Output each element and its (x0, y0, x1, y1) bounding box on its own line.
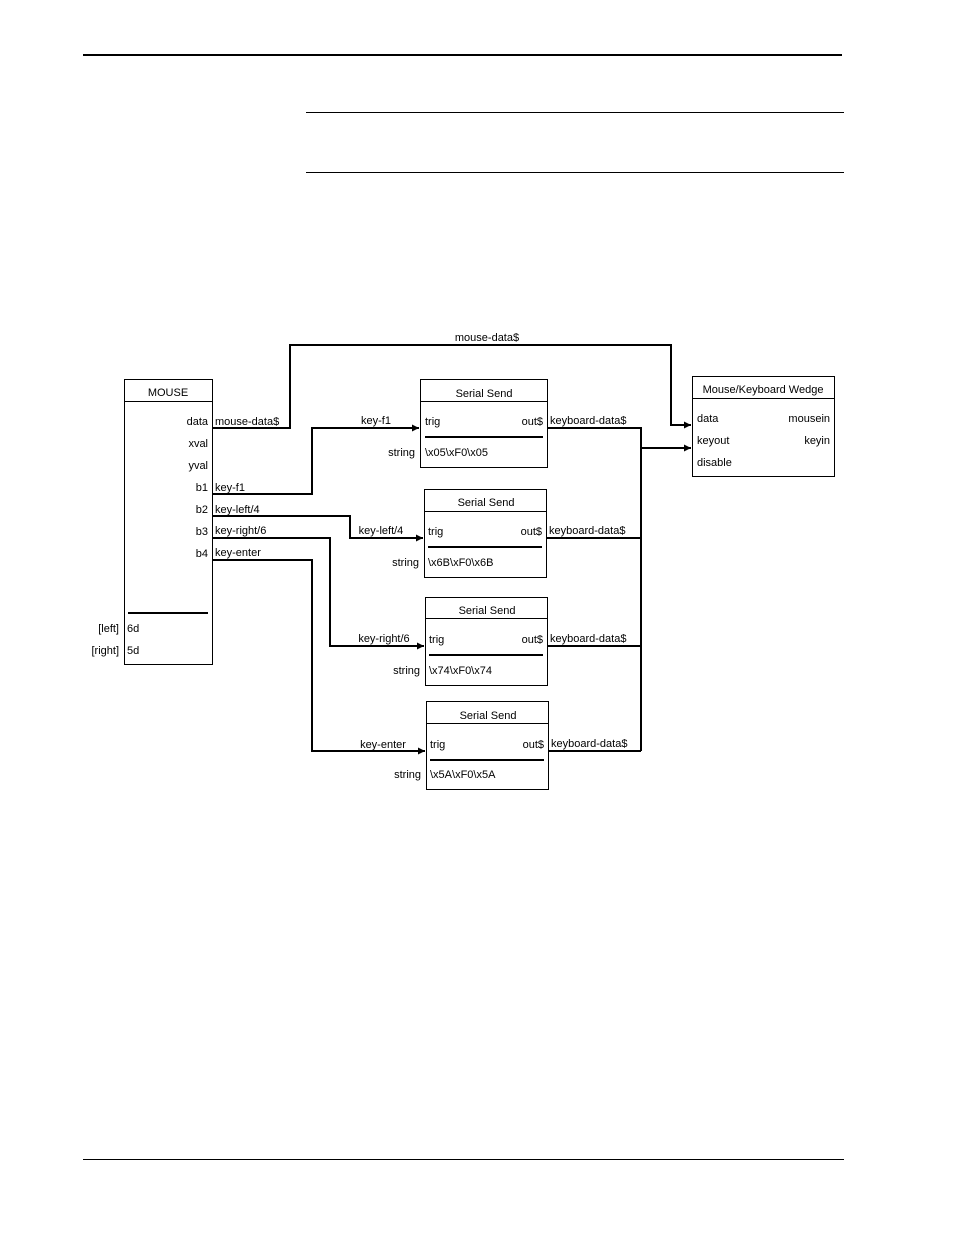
wire-key-left (213, 515, 423, 542)
serial-send-block-4: Serial Send trig out$ \x5A\xF0\x5A (426, 701, 549, 790)
mouse-param-right-value: 5d (127, 645, 139, 657)
label-ss1-out: keyboard-data$ (550, 415, 626, 427)
wedge-title: Mouse/Keyboard Wedge (703, 384, 824, 396)
label-ss3-out: keyboard-data$ (550, 633, 626, 645)
wire-key-f1 (213, 424, 419, 495)
serial-send-3-title: Serial Send (459, 605, 516, 617)
label-b3: key-right/6 (215, 525, 266, 537)
serial-send-3-string-label: string (393, 665, 420, 677)
mouse-block: MOUSE data xval yval b1 b2 b3 b4 6d 5d (124, 379, 213, 665)
mouse-title: MOUSE (148, 387, 188, 399)
label-ss2-in: key-left/4 (359, 525, 404, 537)
header-rule (83, 54, 842, 56)
wedge-input-disable: disable (697, 457, 732, 469)
wire-key-right (213, 537, 424, 650)
wedge-output-keyin: keyin (804, 435, 830, 447)
mouse-param-right-label: [right] (91, 645, 119, 657)
label-b4: key-enter (215, 547, 261, 559)
label-mouse-data-top: mouse-data$ (455, 332, 519, 344)
mouse-port-b3: b3 (196, 526, 208, 538)
wedge-output-mousein: mousein (788, 413, 830, 425)
mouse-port-data: data (187, 416, 209, 428)
serial-send-3-trig: trig (429, 634, 444, 646)
label-ss4-in: key-enter (360, 739, 406, 751)
wire-labels: mouse-data$ mouse-data$ key-f1 key-left/… (215, 332, 627, 751)
label-b2: key-left/4 (215, 504, 260, 516)
serial-send-2-trig: trig (428, 526, 443, 538)
mouse-port-b2: b2 (196, 504, 208, 516)
wires (213, 344, 691, 755)
serial-send-1-string-label: string (388, 447, 415, 459)
label-b1: key-f1 (215, 482, 245, 494)
mouse-port-b4: b4 (196, 548, 208, 560)
wedge-input-data: data (697, 413, 719, 425)
serial-send-1-out: out$ (522, 416, 543, 428)
section-rule-top (306, 112, 844, 113)
section-rule-bottom (306, 172, 844, 173)
mouse-port-xval: xval (188, 438, 208, 450)
serial-send-2-out: out$ (521, 526, 542, 538)
serial-send-4-string-value: \x5A\xF0\x5A (430, 769, 496, 781)
serial-send-block-2: Serial Send trig out$ \x6B\xF0\x6B (424, 489, 547, 578)
serial-send-1-trig: trig (425, 416, 440, 428)
mouse-port-yval: yval (188, 460, 208, 472)
label-ss4-out: keyboard-data$ (551, 738, 627, 750)
mouse-port-b1: b1 (196, 482, 208, 494)
serial-send-3-out: out$ (522, 634, 543, 646)
serial-send-block-1: Serial Send trig out$ \x05\xF0\x05 (420, 379, 548, 468)
serial-send-2-string-label: string (392, 557, 419, 569)
label-ss1-in: key-f1 (361, 415, 391, 427)
label-ss2-out: keyboard-data$ (549, 525, 625, 537)
wire-keyboard-data-1 (548, 427, 642, 751)
mouse-param-left-label: [left] (98, 623, 119, 635)
serial-send-1-string-value: \x05\xF0\x05 (425, 447, 488, 459)
wedge-input-keyout: keyout (697, 435, 729, 447)
serial-send-4-out: out$ (523, 739, 544, 751)
serial-send-block-3: Serial Send trig out$ \x74\xF0\x74 (425, 597, 548, 686)
serial-send-2-title: Serial Send (458, 497, 515, 509)
wire-key-enter (213, 559, 425, 755)
serial-send-4-title: Serial Send (460, 710, 517, 722)
serial-send-4-trig: trig (430, 739, 445, 751)
wire-mouse-data (213, 344, 691, 429)
serial-send-4-string-label: string (394, 769, 421, 781)
label-mouse-data-port: mouse-data$ (215, 416, 279, 428)
label-ss3-in: key-right/6 (358, 633, 409, 645)
serial-send-3-string-value: \x74\xF0\x74 (429, 665, 492, 677)
wedge-block: Mouse/Keyboard Wedge data keyout disable… (692, 376, 835, 477)
footer-rule (83, 1159, 844, 1160)
mouse-param-left-value: 6d (127, 623, 139, 635)
serial-send-1-title: Serial Send (456, 388, 513, 400)
serial-send-2-string-value: \x6B\xF0\x6B (428, 557, 493, 569)
